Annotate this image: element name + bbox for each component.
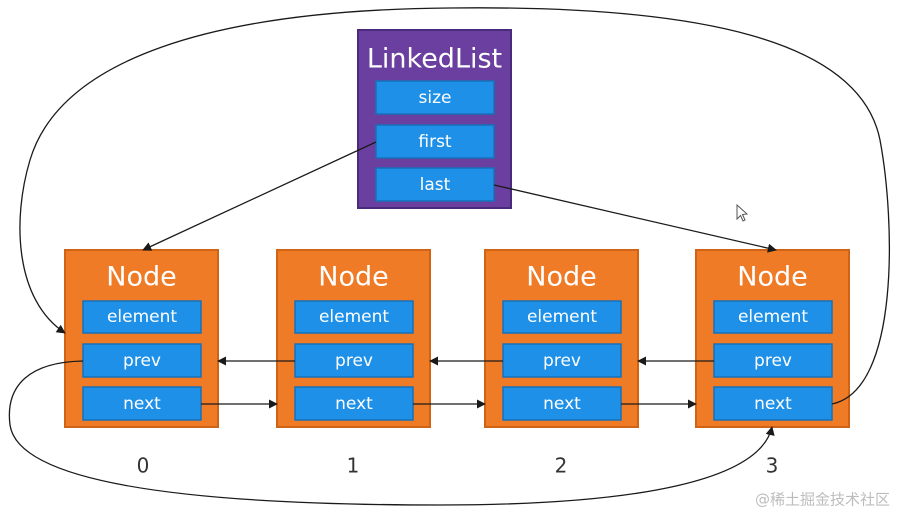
linkedlist-field-first: first [375, 124, 495, 159]
node-3-next-field [713, 386, 833, 421]
mouse-cursor-icon [736, 203, 749, 222]
node-3-prev-field [713, 343, 833, 378]
node-1-prev-label: prev [335, 351, 373, 371]
node-0: Node element prev next [64, 249, 219, 428]
connectors [8, 7, 890, 506]
node-0-element-label: element [107, 307, 177, 327]
node-2-prev-field [502, 343, 622, 378]
last-pointer-arrow [493, 184, 777, 253]
linkedlist-field-first-label: first [418, 132, 452, 152]
watermark: @稀土掘金技术社区 [755, 491, 890, 509]
linkedlist-box: LinkedList size first last [357, 29, 512, 209]
node-3-element-label: element [738, 307, 808, 327]
node-3-element-field [713, 300, 833, 334]
linkedlist-field-last: last [375, 167, 495, 202]
node-3-title: Node [737, 262, 807, 293]
node-1-next-field [294, 386, 414, 421]
node-0-next-field [82, 386, 202, 421]
node-0-prev-field [82, 343, 202, 378]
node-2-element-label: element [527, 307, 597, 327]
index-labels: 0 1 2 3 [137, 454, 779, 478]
node-1: Node element prev next [276, 249, 431, 428]
first-pointer-arrow [142, 141, 377, 251]
node-1-element-field [294, 300, 414, 334]
circular-prev-arrow-0-to-3 [8, 360, 775, 506]
node-1-title: Node [318, 262, 388, 293]
linkedlist-field-size: size [375, 80, 495, 115]
node-3-prev-label: prev [754, 351, 792, 371]
node-0-element-field [82, 300, 202, 334]
node-1-element-label: element [319, 307, 389, 327]
circular-next-arrow-3-to-0 [19, 7, 890, 405]
node-3-index: 3 [766, 454, 779, 478]
node-3: Node element prev next [695, 249, 850, 428]
linkedlist-field-last-label: last [420, 175, 451, 195]
node-0-prev-label: prev [123, 351, 161, 371]
node-0-next-label: next [123, 394, 161, 414]
node-2-next-label: next [543, 394, 581, 414]
node-2: Node element prev next [484, 249, 639, 428]
node-2-prev-label: prev [543, 351, 581, 371]
linkedlist-title: LinkedList [367, 44, 502, 75]
node-2-next-field [502, 386, 622, 421]
linkedlist-field-size-label: size [419, 88, 452, 108]
node-2-index: 2 [555, 454, 568, 478]
node-0-title: Node [106, 262, 176, 293]
node-3-next-label: next [754, 394, 792, 414]
node-2-title: Node [526, 262, 596, 293]
node-1-index: 1 [347, 454, 360, 478]
node-0-index: 0 [137, 454, 150, 478]
node-1-next-label: next [335, 394, 373, 414]
node-2-element-field [502, 300, 622, 334]
node-1-prev-field [294, 343, 414, 378]
